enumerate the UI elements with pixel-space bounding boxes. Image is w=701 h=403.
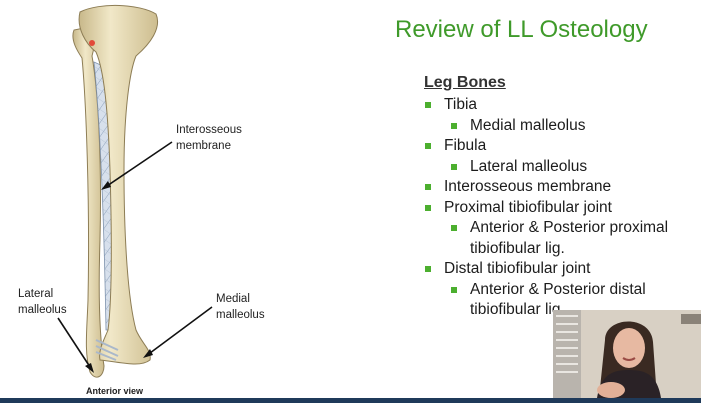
bullet-item: Distal tibiofibular joint bbox=[424, 259, 694, 280]
tibia-bone bbox=[78, 5, 158, 365]
sub-bullet-item: Lateral malleolus bbox=[424, 157, 694, 178]
label-line: Lateral bbox=[18, 288, 54, 300]
presenter-video[interactable] bbox=[553, 310, 701, 398]
label-line: Interosseous bbox=[176, 124, 242, 136]
lateral-malleolus-label: Lateral malleolus bbox=[18, 286, 67, 318]
bottom-border bbox=[0, 398, 701, 403]
sub-bullet-item: Anterior & Posterior distal tibiofibular… bbox=[424, 280, 694, 321]
slide-title: Review of LL Osteology bbox=[395, 16, 648, 43]
bullet-list: Tibia Medial malleolus Fibula Lateral ma… bbox=[424, 95, 694, 321]
label-line: malleolus bbox=[216, 309, 265, 321]
medial-malleolus-label: Medial malleolus bbox=[216, 291, 265, 323]
label-line: malleolus bbox=[18, 304, 67, 316]
bullet-item: Interosseous membrane bbox=[424, 177, 694, 198]
bullet-item: Fibula bbox=[424, 136, 694, 157]
section-heading: Leg Bones bbox=[424, 74, 506, 91]
diagram-caption: Anterior view bbox=[86, 386, 144, 396]
bullet-item: Proximal tibiofibular joint bbox=[424, 198, 694, 219]
bullet-item: Tibia bbox=[424, 95, 694, 116]
sub-bullet-item: Anterior & Posterior proximal tibiofibul… bbox=[424, 218, 694, 259]
interosseous-label: Interosseous membrane bbox=[176, 122, 242, 154]
label-line: Medial bbox=[216, 293, 250, 305]
label-line: membrane bbox=[176, 140, 231, 152]
presenter-video-icon bbox=[553, 310, 701, 398]
sub-bullet-item: Medial malleolus bbox=[424, 116, 694, 137]
